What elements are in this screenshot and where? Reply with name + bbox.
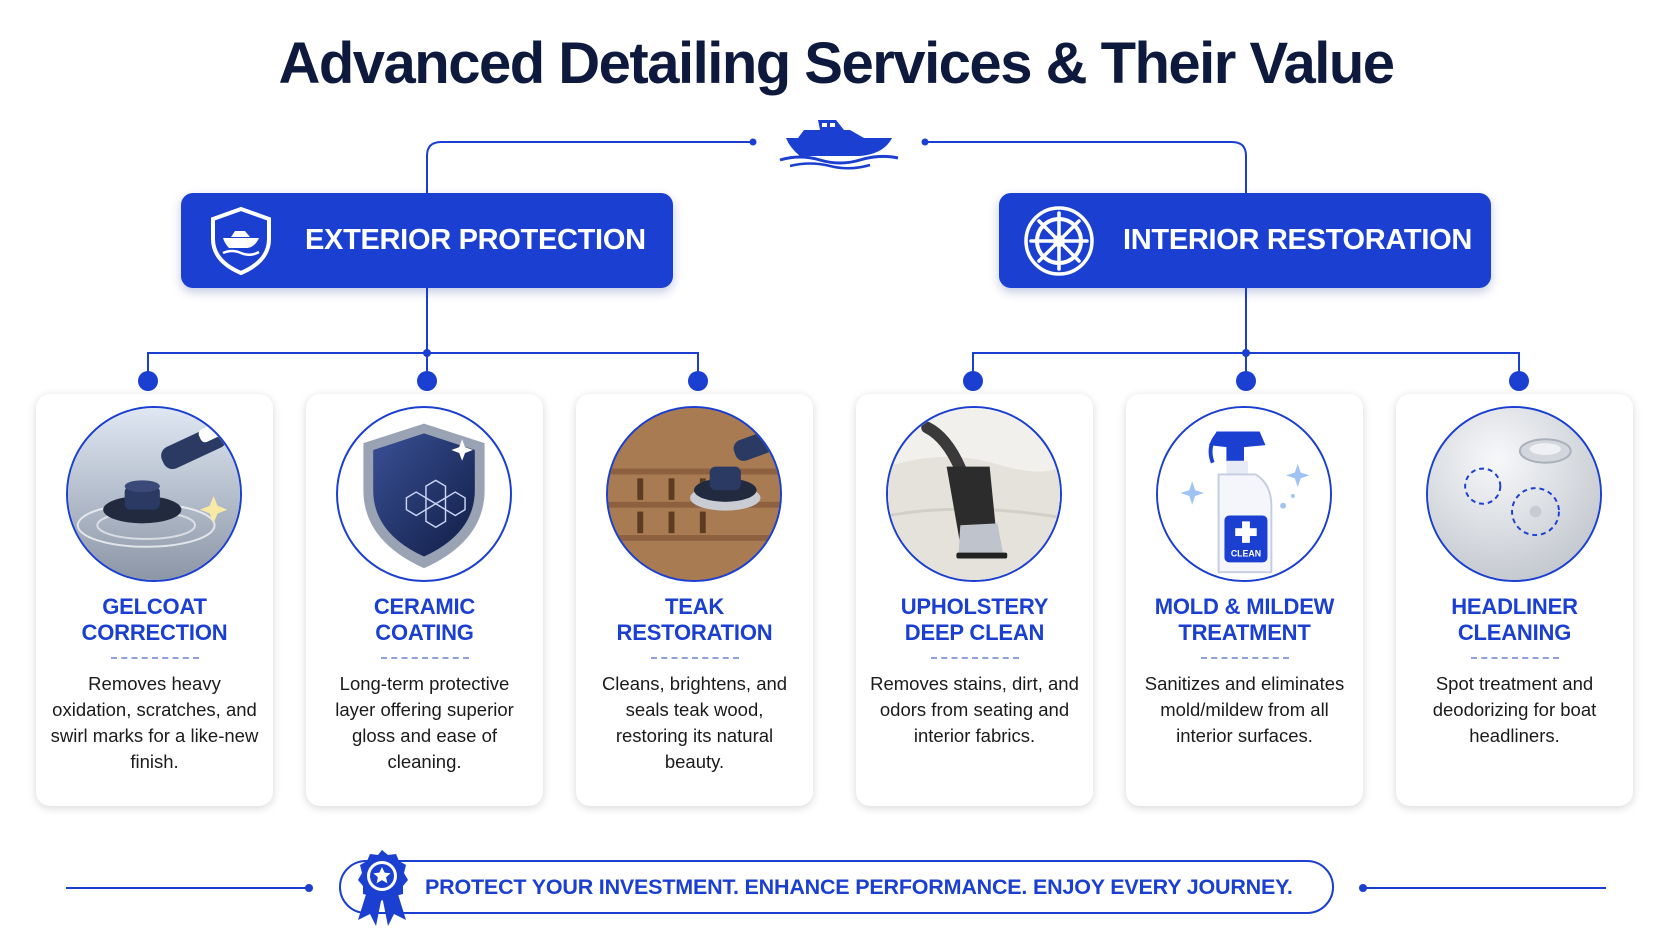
service-title: UPHOLSTERY DEEP CLEAN — [900, 594, 1049, 645]
footer-dot — [1359, 884, 1367, 892]
service-title: TEAK RESTORATION — [616, 594, 773, 645]
service-title: MOLD & MILDEW TREATMENT — [1154, 594, 1335, 645]
polisher-icon — [66, 406, 242, 582]
divider — [381, 657, 469, 659]
divider — [1201, 657, 1289, 659]
boat-icon — [779, 120, 899, 170]
category-interior-restoration: INTERIOR RESTORATION — [999, 193, 1491, 288]
category-exterior-protection: EXTERIOR PROTECTION — [181, 193, 673, 288]
service-title: HEADLINER CLEANING — [1451, 594, 1578, 645]
service-card-gelcoat-correction: GELCOAT CORRECTION Removes heavy oxidati… — [36, 394, 273, 806]
divider — [931, 657, 1019, 659]
coating-shield-icon — [336, 406, 512, 582]
node-dot — [417, 371, 437, 391]
footer-tagline-banner: PROTECT YOUR INVESTMENT. ENHANCE PERFORM… — [339, 860, 1334, 914]
divider — [1471, 657, 1559, 659]
headliner-icon — [1426, 406, 1602, 582]
footer-dot — [305, 884, 313, 892]
divider — [111, 657, 199, 659]
service-card-teak-restoration: TEAK RESTORATION Cleans, brightens, and … — [576, 394, 813, 806]
service-description: Removes heavy oxidation, scratches, and … — [50, 673, 259, 772]
footer-line-left — [66, 887, 308, 889]
node-dot — [1236, 371, 1256, 391]
bottle-label: CLEAN — [1231, 549, 1261, 559]
service-description: Spot treatment and deodorizing for boat … — [1432, 673, 1597, 746]
service-card-upholstery-deep-clean: UPHOLSTERY DEEP CLEAN Removes stains, di… — [856, 394, 1093, 806]
divider — [651, 657, 739, 659]
node-dot — [688, 371, 708, 391]
service-description: Removes stains, dirt, and odors from sea… — [870, 673, 1079, 746]
page-title: Advanced Detailing Services & Their Valu… — [278, 31, 1395, 96]
node-dot — [1509, 371, 1529, 391]
service-title: CERAMIC COATING — [373, 594, 476, 645]
teak-sander-icon — [606, 406, 782, 582]
footer-tagline: PROTECT YOUR INVESTMENT. ENHANCE PERFORM… — [425, 874, 1293, 899]
ship-wheel-icon — [1024, 205, 1094, 276]
shield-boat-icon — [211, 206, 271, 275]
award-ribbon-icon — [358, 850, 408, 926]
spray-bottle-icon: CLEAN — [1156, 406, 1332, 582]
service-description: Cleans, brightens, and seals teak wood, … — [601, 673, 788, 772]
service-card-ceramic-coating: CERAMIC COATING Long-term protective lay… — [306, 394, 543, 806]
service-description: Long-term protective layer offering supe… — [335, 673, 514, 772]
service-card-headliner-cleaning: HEADLINER CLEANING Spot treatment and de… — [1396, 394, 1633, 806]
service-description: Sanitizes and eliminates mold/mildew fro… — [1144, 673, 1345, 746]
category-label: INTERIOR RESTORATION — [1123, 224, 1472, 256]
node-dot — [963, 371, 983, 391]
service-card-mold-mildew-treatment: CLEAN MOLD & MILDEW TREATMENT Sanitizes … — [1126, 394, 1363, 806]
extractor-icon — [886, 406, 1062, 582]
service-title: GELCOAT CORRECTION — [81, 594, 228, 645]
category-label: EXTERIOR PROTECTION — [305, 224, 646, 256]
node-dot — [138, 371, 158, 391]
footer-line-right — [1366, 887, 1606, 889]
